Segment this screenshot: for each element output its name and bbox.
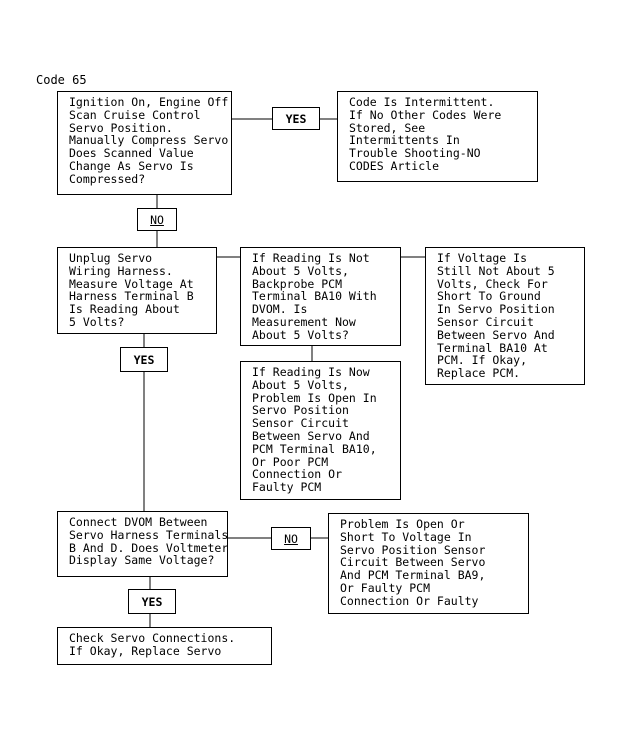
no-label-2: NO	[271, 527, 311, 550]
step-check-short-ground: If Voltage Is Still Not About 5 Volts, C…	[425, 247, 585, 385]
step-open-ba10: If Reading Is Now About 5 Volts, Problem…	[240, 361, 401, 500]
step-check-servo: Check Servo Connections. If Okay, Replac…	[57, 627, 272, 665]
step-connect-dvom: Connect DVOM Between Servo Harness Termi…	[57, 511, 228, 577]
yes-label-3: YES	[128, 589, 176, 614]
step-measure-voltage: Unplug Servo Wiring Harness. Measure Vol…	[57, 247, 217, 334]
yes-label-1: YES	[272, 107, 320, 130]
step-ignition-check: Ignition On, Engine Off Scan Cruise Cont…	[57, 91, 232, 195]
step-backprobe-pcm: If Reading Is Not About 5 Volts, Backpro…	[240, 247, 401, 346]
step-open-ba9: Problem Is Open Or Short To Voltage In S…	[328, 513, 529, 614]
code-label: Code 65	[36, 73, 87, 87]
step-intermittent: Code Is Intermittent. If No Other Codes …	[337, 91, 538, 182]
yes-label-2: YES	[120, 347, 168, 372]
no-label-1: NO	[137, 208, 177, 231]
